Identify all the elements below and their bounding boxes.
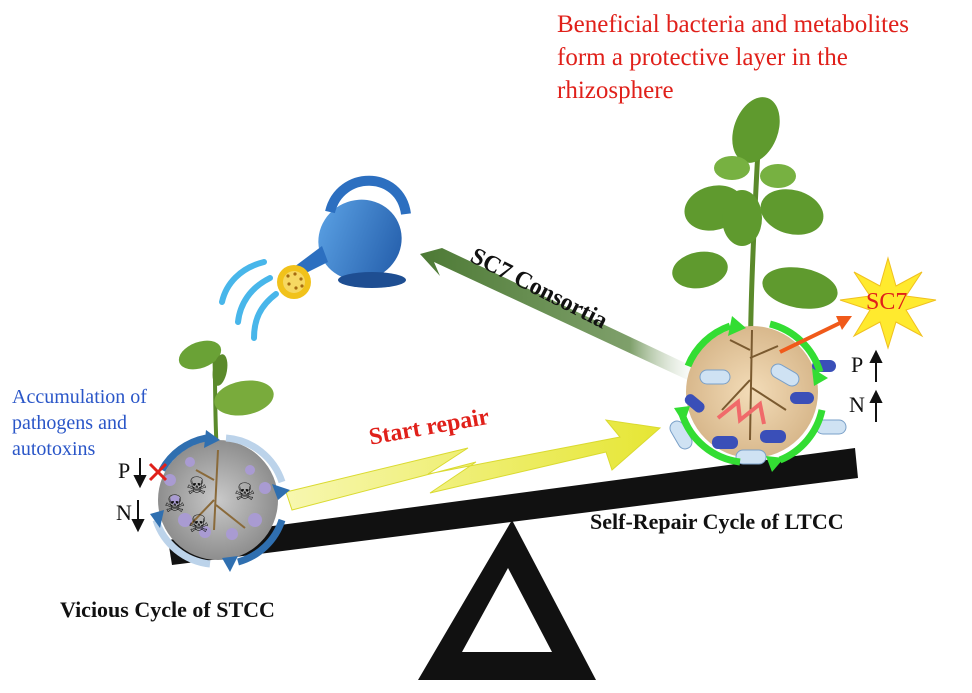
right-p-label: P <box>851 352 864 377</box>
left-p-label: P <box>118 458 131 483</box>
svg-text:☠: ☠ <box>234 478 256 506</box>
blocked-x-icon <box>148 462 168 482</box>
consortia-arrow <box>420 248 700 382</box>
accumulation-note: Accumulation of pathogens and autotoxins <box>12 386 147 460</box>
seesaw-beam <box>168 448 858 565</box>
sc7-star-label: SC7 <box>866 289 908 315</box>
self-repair-cycle-label: Self-Repair Cycle of LTCC <box>590 509 844 534</box>
svg-text:☠: ☠ <box>188 510 210 538</box>
seedling-icon <box>178 340 274 471</box>
left-n-label: N <box>116 500 132 525</box>
protective-layer-note: Beneficial bacteria and metabolites form… <box>557 11 909 104</box>
water-spray <box>219 259 279 341</box>
svg-text:☠: ☠ <box>164 490 186 518</box>
cycle-arrow-icon <box>678 320 826 466</box>
plant-icon <box>672 97 838 421</box>
skull-icon: ☠ ☠ ☠ ☠ <box>164 472 256 538</box>
watering-can-icon <box>277 175 411 299</box>
svg-text:☠: ☠ <box>186 472 208 500</box>
self-repair-cycle-diagram <box>669 316 852 472</box>
lightning-arrow-icon <box>285 419 662 511</box>
vicious-cycle-diagram: ☠ ☠ ☠ ☠ <box>148 430 290 572</box>
star-icon <box>839 256 937 350</box>
vicious-cycle-label: Vicious Cycle of STCC <box>60 597 275 622</box>
nutrient-arrows <box>131 349 883 533</box>
right-n-label: N <box>849 392 865 417</box>
seesaw-fulcrum-icon <box>418 520 596 680</box>
bacteria-icon <box>669 360 847 465</box>
